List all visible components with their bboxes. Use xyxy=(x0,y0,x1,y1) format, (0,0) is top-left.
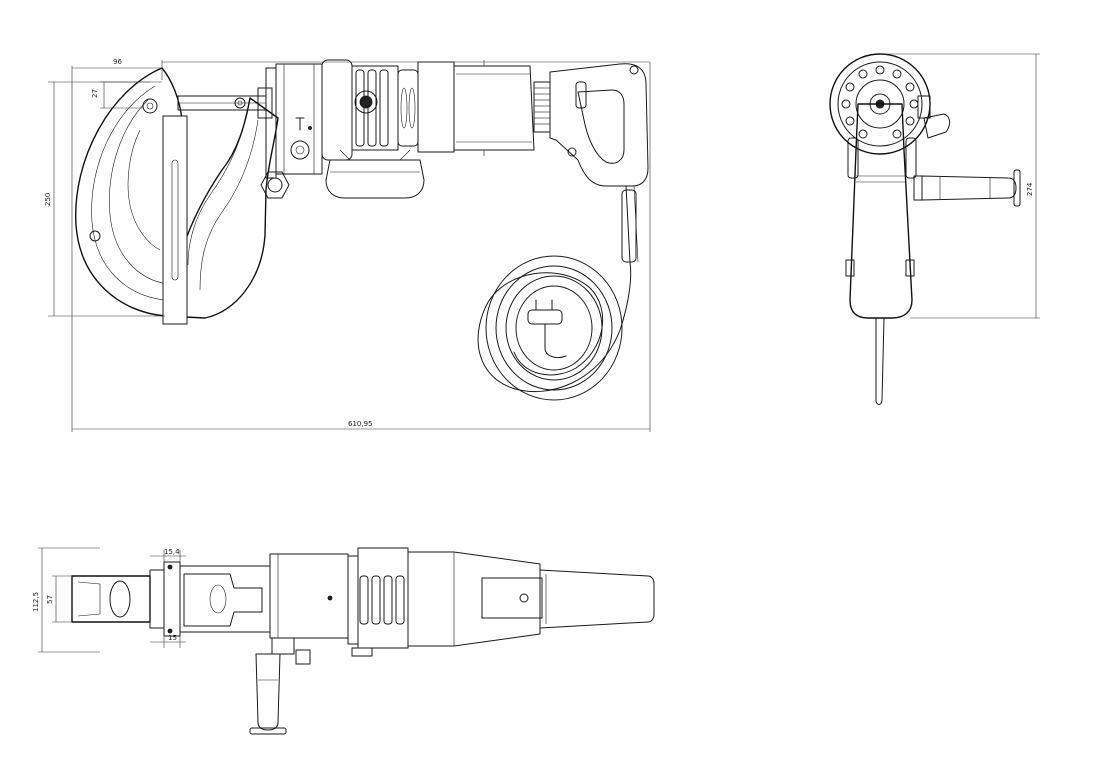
cylinder-housing xyxy=(265,63,323,179)
top-jaw xyxy=(71,561,271,637)
hex-nut-icon xyxy=(260,171,290,199)
dim-250: 250 xyxy=(44,193,52,206)
trigger-switch xyxy=(575,81,587,109)
oil-tank xyxy=(325,159,425,199)
top-handle xyxy=(539,569,655,629)
top-motor xyxy=(407,551,543,647)
side-view: 96 27 250 610,95 xyxy=(44,58,651,432)
valve-knob-icon xyxy=(290,140,310,160)
top-view: 112,5 57 15,4 15 xyxy=(32,547,655,735)
dim-96: 96 xyxy=(113,58,122,66)
side-handle xyxy=(913,169,1021,207)
dim-610-95: 610,95 xyxy=(348,420,373,428)
vent-grille xyxy=(533,81,551,133)
dim-27: 27 xyxy=(91,89,99,98)
top-pump xyxy=(351,547,409,657)
side-dimensions: 96 27 250 610,95 xyxy=(44,58,651,432)
dim-274: 274 xyxy=(1026,182,1034,196)
motor-body xyxy=(417,60,551,156)
rear-handle xyxy=(549,63,649,187)
power-cable xyxy=(477,185,639,401)
dim-15-4: 15,4 xyxy=(164,548,180,556)
dim-57: 57 xyxy=(46,595,54,604)
plug-icon xyxy=(527,299,567,359)
front-body xyxy=(849,103,913,319)
pump-section xyxy=(321,59,425,199)
top-cylinder xyxy=(269,553,359,645)
guide-plate xyxy=(162,115,188,325)
front-view: 274 xyxy=(829,53,1040,405)
piston-rod xyxy=(177,87,273,119)
dim-112-5: 112,5 xyxy=(32,592,40,612)
top-side-handle xyxy=(249,637,311,735)
oil-cap-icon xyxy=(354,90,378,114)
pivot-bolt-icon xyxy=(142,98,158,114)
dim-15: 15 xyxy=(168,634,177,642)
